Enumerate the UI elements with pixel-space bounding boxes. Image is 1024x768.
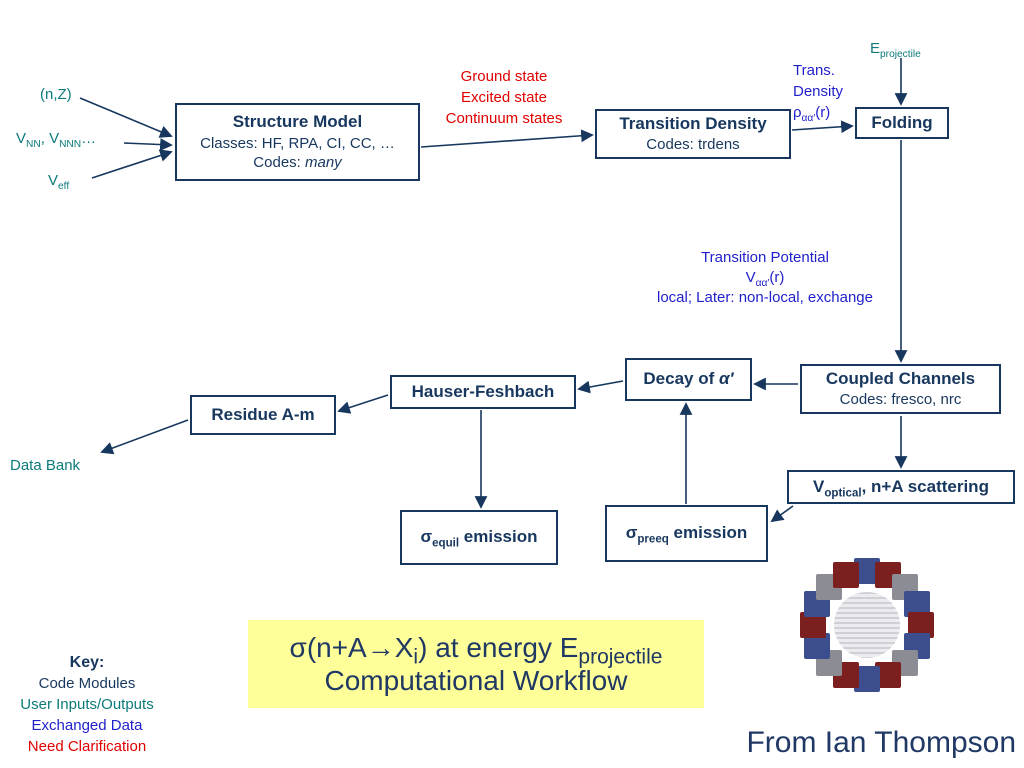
box-coupled-channels-title: Coupled Channels [825, 369, 976, 389]
annotation-states-line2: Excited state [461, 89, 547, 106]
box-voptical-scattering-title: Voptical, n+A scattering [813, 476, 989, 500]
annotation-transition-potential-line2: Vαα′(r) [745, 269, 785, 289]
box-voptical-scattering: Voptical, n+A scattering [787, 470, 1015, 504]
arrow-voptical-to-sigmapreeq [770, 505, 794, 523]
title-banner-line2: Computational Workflow [324, 665, 628, 696]
logo-collage-square [833, 562, 860, 589]
annotation-trans-density-line1: Trans. [793, 62, 835, 79]
legend-item-exchanged-data: Exchanged Data [31, 717, 143, 734]
title-banner-line1: σ(n+A→Xi) at energy Eprojectile [289, 632, 663, 669]
box-decay-alpha-title: Decay of α′ [643, 369, 734, 389]
annotation-transition-potential: Transition Potential Vαα′(r) local; Late… [620, 248, 910, 308]
box-sigma-preeq-emission-title: σpreeq emission [625, 523, 748, 546]
box-folding-title: Folding [871, 112, 933, 132]
box-structure-model-title: Structure Model [232, 112, 363, 132]
box-sigma-equil-emission-title: σequil emission [420, 527, 538, 550]
box-transition-density: Transition Density Codes: trdens [595, 109, 791, 159]
arrow-transdensity-to-folding [791, 120, 854, 134]
annotation-trans-density: Trans. Density ραα′(r) [793, 60, 844, 124]
box-sigma-equil-emission: σequil emission [400, 510, 558, 565]
legend-item-code-modules: Code Modules [38, 675, 136, 692]
box-coupled-channels: Coupled Channels Codes: fresco, nrc [800, 364, 1001, 414]
input-label-nz: (n,Z) [40, 86, 72, 103]
arrow-veff-to-structure [91, 149, 173, 179]
box-hauser-feshbach-title: Hauser-Feshbach [411, 381, 555, 401]
annotation-states-line1: Ground state [460, 68, 548, 85]
box-hauser-feshbach: Hauser-Feshbach [390, 375, 576, 409]
logo-collage-image [795, 553, 939, 697]
annotation-transition-potential-line1: Transition Potential [701, 249, 829, 266]
box-structure-model-codes: Codes: many [253, 154, 342, 172]
logo-collage-center [834, 592, 900, 658]
input-label-eprojectile: Eprojectile [870, 40, 921, 60]
box-structure-model: Structure Model Classes: HF, RPA, CI, CC… [175, 103, 420, 181]
legend: Key: Code Modules User Inputs/Outputs Ex… [6, 652, 168, 757]
box-decay-alpha: Decay of α′ [625, 358, 752, 401]
legend-title: Key: [69, 654, 105, 671]
arrow-residue-to-databank [100, 419, 189, 455]
arrow-structure-to-transdensity [420, 129, 594, 148]
annotation-states: Ground state Excited state Continuum sta… [420, 66, 588, 129]
title-banner: σ(n+A→Xi) at energy Eprojectile Computat… [248, 620, 704, 708]
output-label-databank: Data Bank [10, 457, 81, 474]
arrow-vnn-to-structure [123, 138, 173, 151]
arrow-decay-to-hauser [577, 380, 624, 394]
box-sigma-preeq-emission: σpreeq emission [605, 505, 768, 562]
box-transition-density-codes: Codes: trdens [646, 136, 740, 154]
annotation-states-line3: Continuum states [445, 110, 563, 127]
box-folding: Folding [855, 107, 949, 139]
input-label-veff: Veff [48, 172, 70, 192]
arrow-nz-to-structure [79, 97, 173, 138]
box-coupled-channels-codes: Codes: fresco, nrc [839, 391, 962, 409]
box-residue-title: Residue A-m [211, 404, 315, 424]
input-label-vnn: VNN, VNNN… [16, 130, 97, 150]
legend-item-need-clarification: Need Clarification [27, 738, 147, 755]
annotation-trans-density-line2: Density [793, 83, 844, 100]
arrow-hauser-to-residue [337, 394, 389, 414]
box-structure-model-classes: Classes: HF, RPA, CI, CC, … [200, 134, 395, 152]
credit-text: From Ian Thompson [746, 726, 1016, 759]
box-transition-density-title: Transition Density [619, 114, 767, 134]
annotation-transition-potential-line3: local; Later: non-local, exchange [657, 289, 873, 306]
legend-item-user-io: User Inputs/Outputs [20, 696, 154, 713]
annotation-trans-density-line3: ραα′(r) [793, 104, 831, 124]
box-residue: Residue A-m [190, 395, 336, 435]
